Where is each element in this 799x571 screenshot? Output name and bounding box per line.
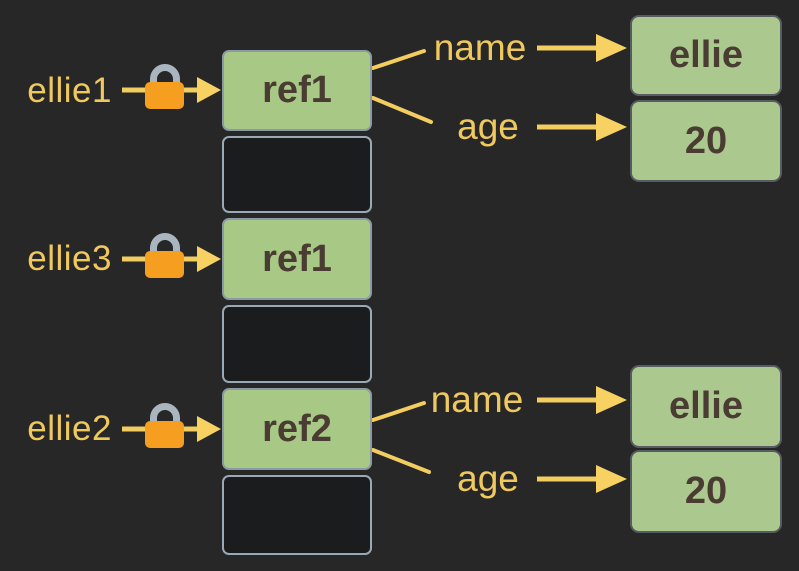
memory-cell-ref1-a: ref1 [222,50,372,131]
memory-cell-ref2: ref2 [222,388,372,470]
property-label-name-bottom: name [430,379,524,420]
arrowhead-icon [197,416,221,442]
lock-arrow-ellie1 [122,64,221,109]
arrowhead-icon [596,386,627,414]
ref1-to-name-line [371,49,426,70]
object2-age-value-box: 20 [630,450,782,533]
object1-name-value-box: ellie [630,15,782,96]
property-label-age-bottom: age [457,458,519,499]
lock-icon [145,421,184,448]
ref1-to-age-line [371,96,433,124]
memory-cell-empty-1 [222,136,372,213]
lock-arrow-ellie2 [122,403,221,448]
ref2-to-name-line [371,401,426,422]
property-label-age-top: age [457,106,519,147]
variable-label-ellie1: ellie1 [27,71,112,110]
lock-icon [145,251,184,278]
arrowhead-icon [596,34,627,62]
arrowhead-icon [596,113,627,141]
age-arrow-top [537,113,627,141]
lock-shackle-icon [150,403,180,423]
memory-cell-empty-3 [222,475,372,555]
name-arrow-top [537,34,627,62]
lock-shackle-icon [150,64,180,84]
name-arrow-bottom [537,386,627,414]
lock-icon [145,82,184,109]
object2-name-value-box: ellie [630,365,782,448]
age-arrow-bottom [537,465,627,493]
lock-shackle-icon [150,233,180,253]
arrowhead-icon [197,246,221,272]
arrowhead-icon [197,77,221,103]
memory-cell-ref1-b: ref1 [222,218,372,300]
variable-label-ellie3: ellie3 [27,239,112,278]
arrowhead-icon [596,465,627,493]
memory-cell-empty-2 [222,305,372,383]
lock-arrow-ellie3 [122,233,221,278]
variable-label-ellie2: ellie2 [27,409,112,448]
property-label-name-top: name [433,27,527,68]
object1-age-value-box: 20 [630,100,782,182]
ref2-to-age-line [371,448,431,474]
